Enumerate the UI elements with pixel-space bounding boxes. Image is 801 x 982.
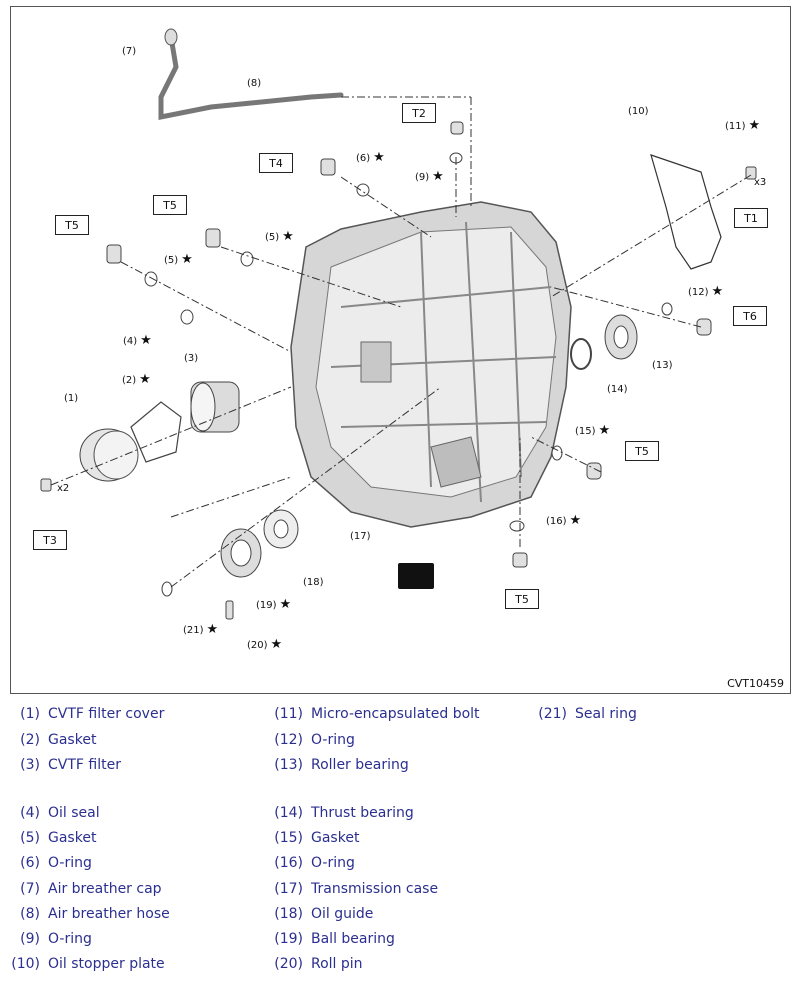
roller-bearing-shape: [604, 314, 638, 360]
torque-box-t6: T6: [733, 306, 767, 326]
callout-5-b: (5)★: [164, 252, 193, 267]
callout-2: (2)★: [122, 372, 151, 387]
callout-7: (7): [122, 46, 137, 57]
torque-box-t5-c: T5: [625, 441, 659, 461]
legend-item-6: (6)O-ring: [20, 855, 92, 871]
callout-4: (4)★: [123, 333, 152, 348]
figure-code: CVT10459: [727, 677, 784, 690]
legend-item-9: (9)O-ring: [20, 931, 92, 947]
callout-11: (11)★: [725, 118, 761, 133]
callout-15: (15)★: [575, 423, 611, 438]
legend-item-21: (21)Seal ring: [538, 706, 637, 722]
legend-item-11: (11)Micro-encapsulated bolt: [274, 706, 480, 722]
legend-item-17: (17)Transmission case: [274, 881, 439, 897]
transmission-case-shape: [290, 201, 572, 528]
legend-item-2: (2)Gasket: [20, 732, 97, 748]
callout-12: (12)★: [688, 284, 724, 299]
torque-box-t1: T1: [734, 208, 768, 228]
callout-9: (9)★: [415, 169, 444, 184]
multiplier-x3: x3: [754, 177, 767, 188]
callout-21: (21)★: [183, 622, 219, 637]
torque-box-t5-b: T5: [55, 215, 89, 235]
legend-item-16: (16)O-ring: [274, 855, 355, 871]
callout-8: (8): [247, 78, 262, 89]
oil-stopper-plate-shape: [650, 154, 722, 270]
callout-5-a: (5)★: [265, 229, 294, 244]
torque-box-t2: T2: [402, 103, 436, 123]
torque-box-t4: T4: [259, 153, 293, 173]
plugs-and-seals: [40, 121, 757, 620]
thrust-bearing-shape: [570, 338, 592, 370]
callout-17: (17): [350, 531, 371, 542]
legend-item-1: (1)CVTF filter cover: [20, 706, 165, 722]
legend-item-8: (8)Air breather hose: [20, 906, 170, 922]
torque-box-t5-a: T5: [153, 195, 187, 215]
callout-10: (10): [628, 106, 649, 117]
callout-20: (20)★: [247, 637, 283, 652]
legend-item-13: (13)Roller bearing: [274, 757, 409, 773]
callout-3: (3): [184, 353, 199, 364]
callout-14: (14): [607, 384, 628, 395]
callout-19: (19)★: [256, 597, 292, 612]
ball-bearing-shape: [220, 528, 262, 578]
diagram-artwork: [40, 28, 757, 620]
legend-item-18: (18)Oil guide: [274, 906, 374, 922]
legend-item-4: (4)Oil seal: [20, 805, 100, 821]
callout-6: (6)★: [356, 150, 385, 165]
cvtf-filter-shape: [190, 381, 240, 433]
legend-item-7: (7)Air breather cap: [20, 881, 162, 897]
multiplier-x2: x2: [57, 483, 70, 494]
filter-gasket-shape: [130, 401, 182, 463]
callout-16: (16)★: [546, 513, 582, 528]
legend-item-10: (10)Oil stopper plate: [11, 956, 165, 972]
callout-1: (1): [64, 393, 79, 404]
breather-hose-shape: [158, 28, 344, 121]
legend-item-5: (5)Gasket: [20, 830, 97, 846]
centerlines: [50, 96, 752, 588]
callout-18: (18): [303, 577, 324, 588]
legend-item-3: (3)CVTF filter: [20, 757, 121, 773]
legend-item-12: (12)O-ring: [274, 732, 355, 748]
filter-cover-shape: [79, 428, 139, 482]
fluid-application-icon: [398, 563, 434, 589]
parts-legend: (1)CVTF filter cover (2)Gasket (3)CVTF f…: [0, 700, 801, 982]
exploded-parts-diagram: T2 T4 T5 T5 T1 T6 T5 T3 T5 (7) (8) (6)★ …: [10, 6, 791, 694]
torque-box-t5-d: T5: [505, 589, 539, 609]
legend-item-20: (20)Roll pin: [274, 956, 363, 972]
legend-item-15: (15)Gasket: [274, 830, 360, 846]
legend-item-14: (14)Thrust bearing: [274, 805, 414, 821]
torque-box-t3: T3: [33, 530, 67, 550]
callout-13: (13): [652, 360, 673, 371]
oil-guide-shape: [263, 509, 299, 549]
legend-item-19: (19)Ball bearing: [274, 931, 395, 947]
